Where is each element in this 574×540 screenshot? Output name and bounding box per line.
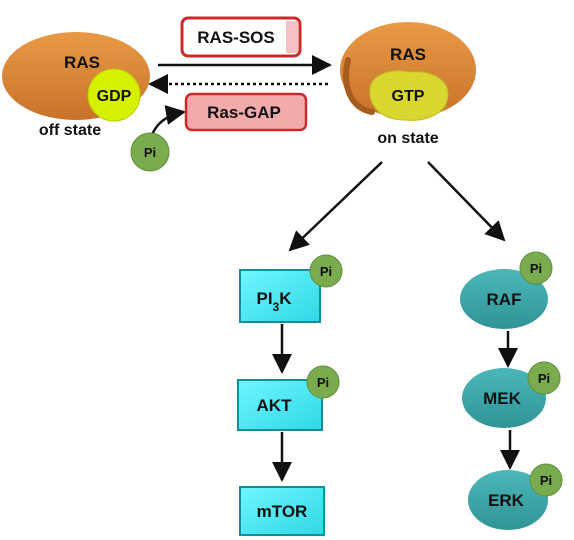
mek-pi-label: Pi — [538, 371, 550, 386]
ras-gap-box: Ras-GAP — [184, 92, 308, 132]
phosphate-icon — [130, 132, 170, 172]
pi3k-pi-label: Pi — [320, 264, 332, 279]
gtp-label: GTP — [392, 88, 425, 105]
akt-node: AKT Pi — [237, 365, 340, 431]
ras-sos-box: RAS-SOS — [180, 16, 302, 58]
raf-node: RAF Pi — [460, 251, 553, 329]
mek-phosphate-icon — [527, 361, 561, 395]
ras-gap-label: Ras-GAP — [207, 103, 281, 122]
mek-label: MEK — [483, 389, 522, 408]
pi3k-phosphate-icon — [309, 254, 343, 288]
pi3k-node: PI3K Pi — [239, 254, 343, 323]
ras-off-complex: RAS GDP off state — [2, 32, 150, 139]
erk-phosphate-icon — [529, 463, 563, 497]
gtp-molecule — [369, 70, 449, 121]
gdp-molecule — [87, 68, 141, 122]
mek-node: MEK Pi — [462, 361, 561, 428]
akt-pi-label: Pi — [317, 375, 329, 390]
arrow-ras-to-pi3k — [288, 161, 383, 252]
raf-label: RAF — [487, 290, 522, 309]
pi3k-label: PI3K — [256, 289, 292, 314]
akt-phosphate-icon — [306, 365, 340, 399]
ras-off-label: RAS — [64, 53, 100, 72]
pi-released: Pi — [130, 132, 170, 172]
akt-label: AKT — [257, 396, 293, 415]
off-state-label: off state — [39, 122, 101, 139]
ras-on-label: RAS — [390, 45, 426, 64]
raf-pi-label: Pi — [530, 261, 542, 276]
on-state-label: on state — [377, 130, 438, 147]
erk-pi-label: Pi — [540, 473, 552, 488]
erk-label: ERK — [488, 491, 525, 510]
mtor-node: mTOR — [239, 486, 325, 536]
raf-phosphate-icon — [519, 251, 553, 285]
gdp-label: GDP — [97, 88, 132, 105]
pi-label: Pi — [144, 145, 156, 160]
ras-on-shadow — [343, 57, 375, 115]
arrow-ras-to-raf — [427, 161, 506, 242]
mtor-label: mTOR — [257, 502, 308, 521]
ras-on-complex: RAS GTP on state — [340, 22, 476, 147]
erk-node: ERK Pi — [468, 463, 563, 530]
ras-sos-label: RAS-SOS — [197, 28, 274, 47]
